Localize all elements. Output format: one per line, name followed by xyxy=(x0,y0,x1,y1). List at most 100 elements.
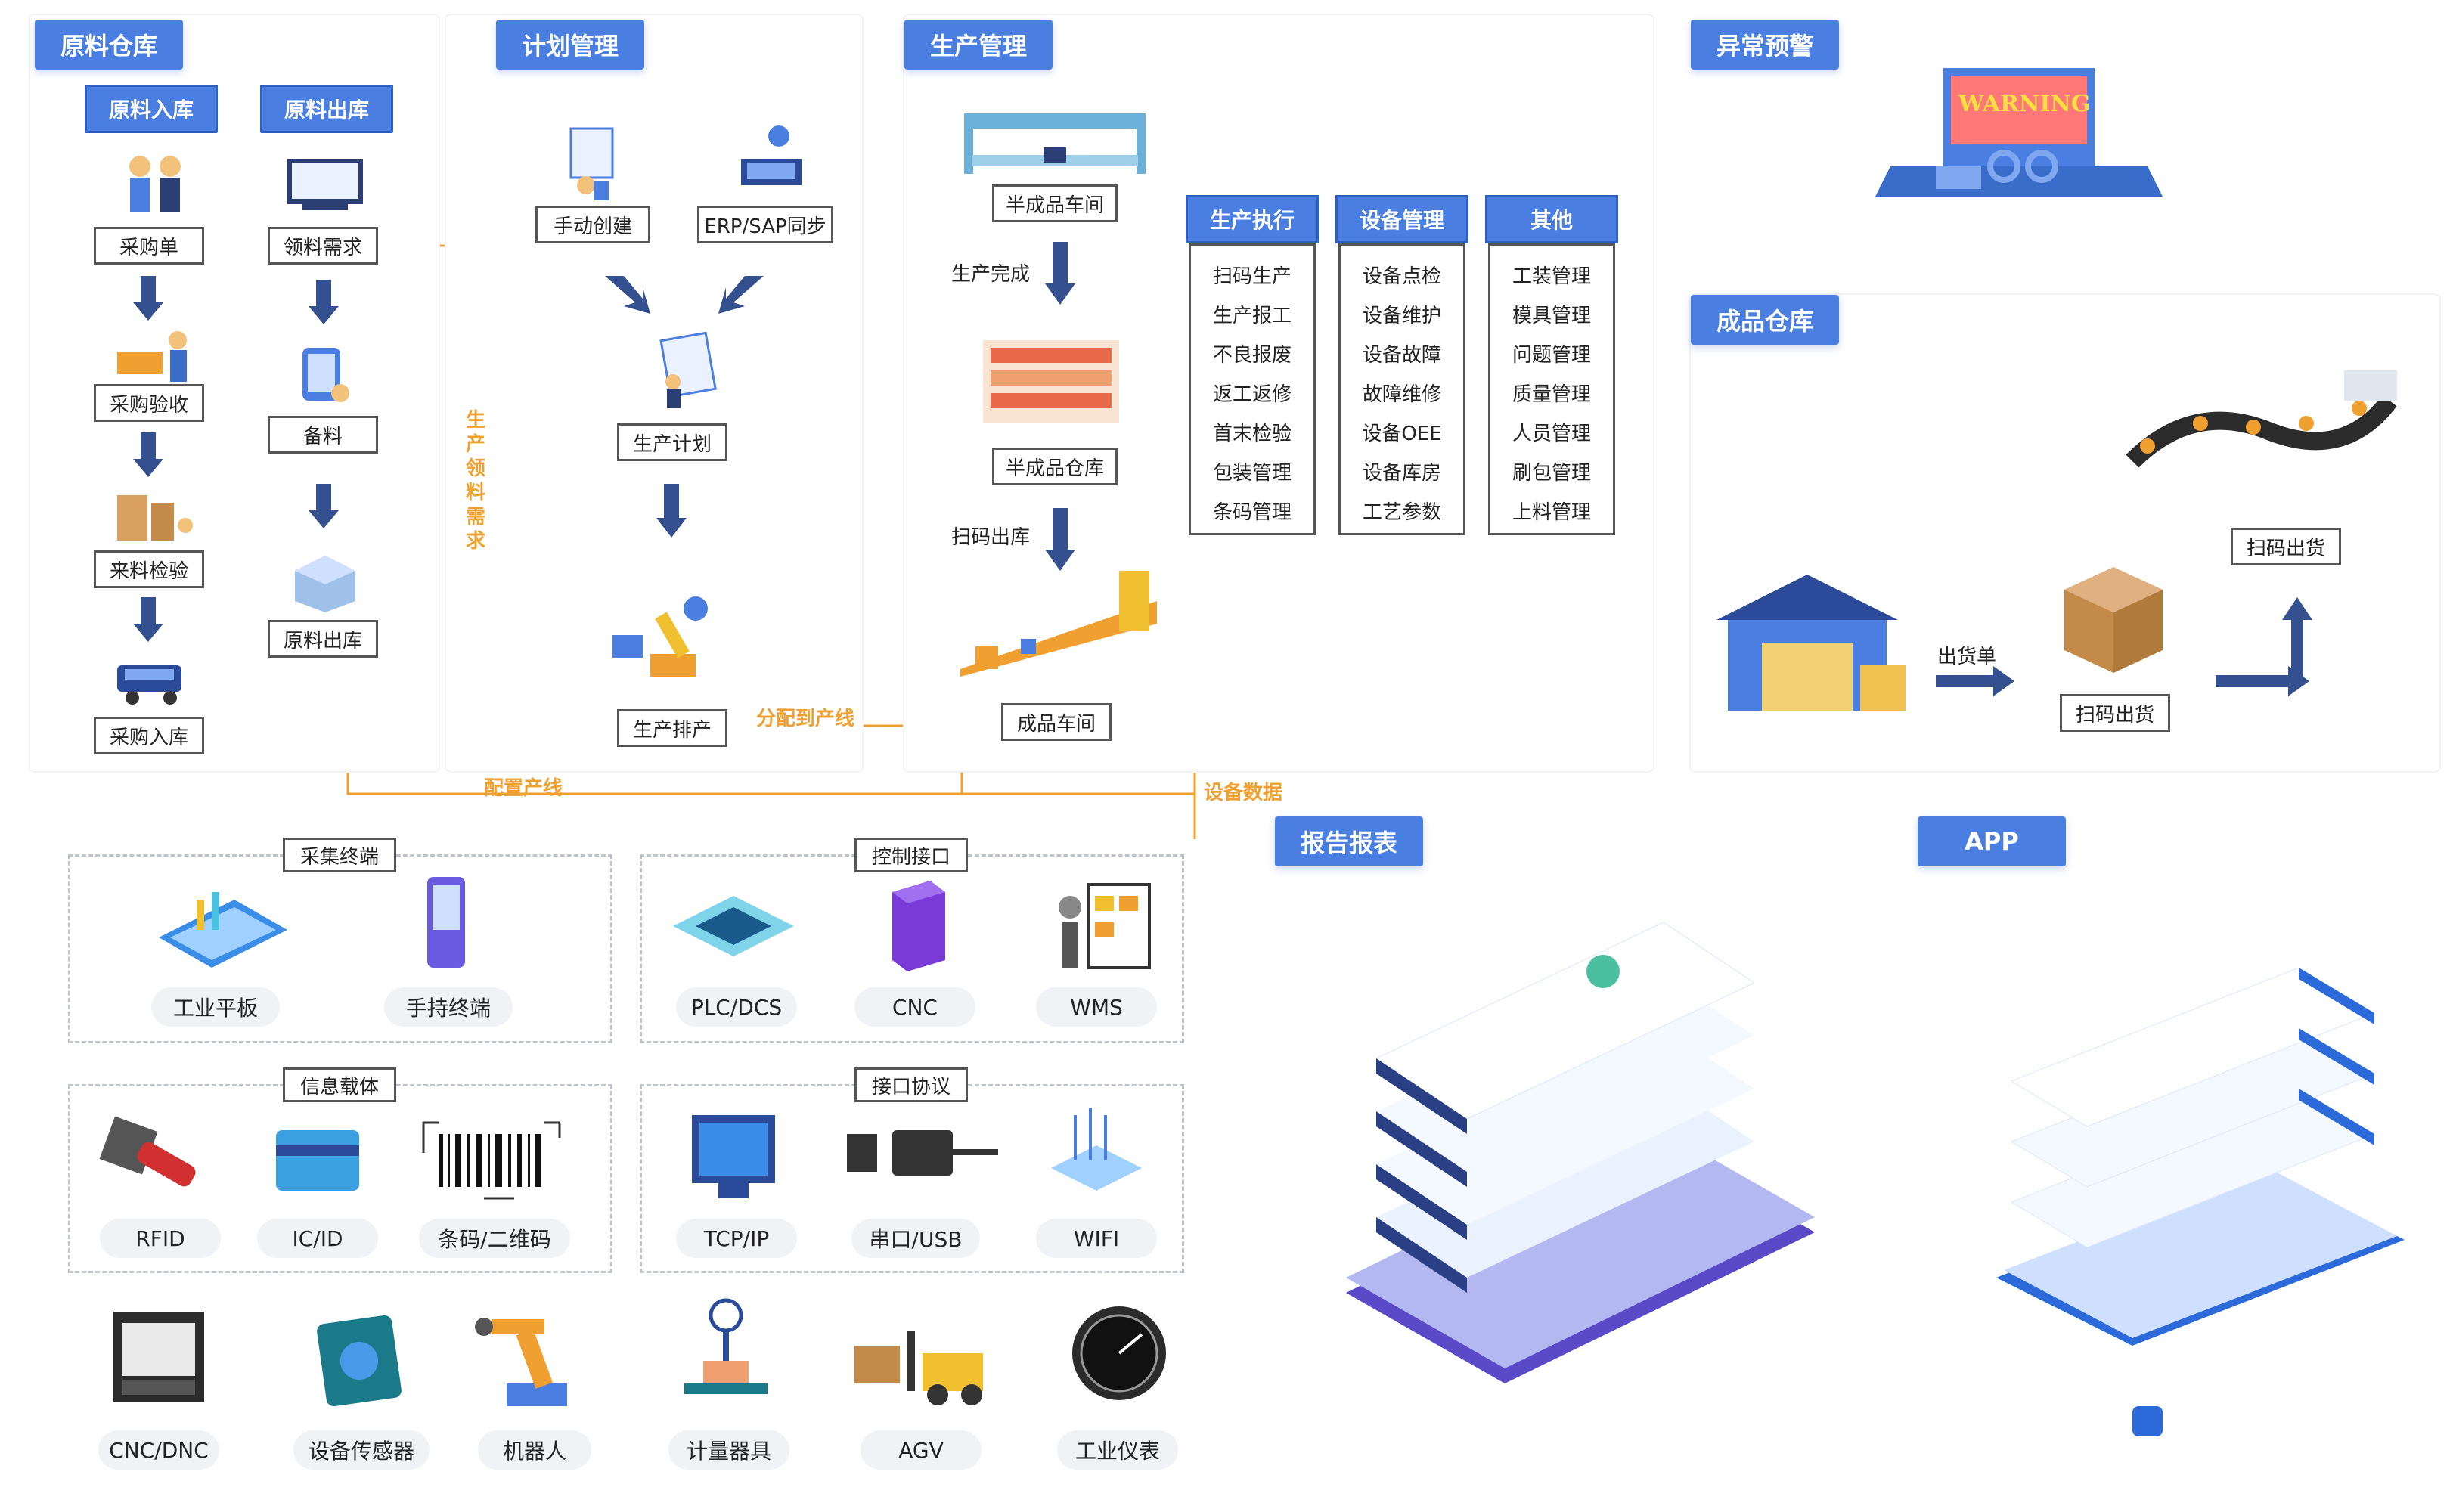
item-ic-id: IC/ID xyxy=(257,1219,378,1258)
item-industrial-tablet: 工业平板 xyxy=(151,987,280,1027)
wms-icon xyxy=(1059,883,1151,969)
col-item: 工装管理 xyxy=(1512,265,1591,288)
col-item: 刷包管理 xyxy=(1512,461,1591,485)
delivery-label: 出货单 xyxy=(1937,646,1997,668)
col-item: 质量管理 xyxy=(1512,383,1591,406)
semi-store-box: 半成品仓库 xyxy=(992,448,1118,485)
incoming-check-icon xyxy=(117,495,193,541)
arrow-down-head xyxy=(1045,284,1075,305)
semi-workshop-icon xyxy=(964,113,1146,174)
production-title: 生产管理 xyxy=(904,20,1053,70)
barcode-icon xyxy=(422,1121,561,1200)
col-item: 设备OEE xyxy=(1362,422,1442,445)
plc-chip-icon xyxy=(673,896,794,956)
arrow-down-head xyxy=(309,510,339,528)
production-done-label: 生产完成 xyxy=(951,263,1031,286)
semi-workshop-box: 半成品车间 xyxy=(992,184,1118,222)
purchase-order-icon xyxy=(129,156,181,212)
item-barcode: 条码/二维码 xyxy=(419,1219,570,1258)
handheld-terminal-icon xyxy=(427,877,465,968)
scan-ship-bottom-box: 扫码出货 xyxy=(2060,694,2170,732)
col-head-other: 其他 xyxy=(1485,195,1618,243)
col-item: 设备故障 xyxy=(1362,343,1441,367)
arrow-down-head xyxy=(133,624,163,642)
col-item: 扫码生产 xyxy=(1212,265,1292,288)
arrow-right xyxy=(2216,675,2291,687)
flow-label-device-data: 设备数据 xyxy=(1204,782,1283,804)
production-schedule-box: 生产排产 xyxy=(617,709,727,747)
requisition-monitor-icon xyxy=(287,159,363,210)
scale-icon xyxy=(684,1298,768,1394)
finished-workshop-box: 成品车间 xyxy=(1001,703,1112,741)
alarm-title: 异常预警 xyxy=(1691,20,1839,70)
item-industrial-meter: 工业仪表 xyxy=(1057,1430,1178,1470)
finished-workshop-icon xyxy=(960,571,1157,677)
item-agv: AGV xyxy=(861,1430,982,1470)
step-purchase-inbound: 采购入库 xyxy=(94,717,204,754)
wifi-router-icon xyxy=(1051,1108,1142,1191)
arrow-down xyxy=(1053,242,1068,287)
cnc-dnc-icon xyxy=(113,1312,204,1402)
step-purchase-accept: 采购验收 xyxy=(94,384,204,422)
col-item: 模具管理 xyxy=(1512,304,1591,327)
col-item: 人员管理 xyxy=(1512,422,1591,445)
item-measuring-tool: 计量器具 xyxy=(668,1430,789,1470)
col-item: 返工返修 xyxy=(1212,383,1292,406)
group-protocol-title: 接口协议 xyxy=(854,1067,968,1102)
warning-sign-icon xyxy=(1875,68,2163,197)
arrow-down-head xyxy=(133,459,163,477)
erp-sync-box: ERP/SAP同步 xyxy=(697,206,833,243)
item-robot: 机器人 xyxy=(478,1430,591,1470)
item-cnc-dnc: CNC/DNC xyxy=(98,1430,219,1470)
col-item: 条码管理 xyxy=(1212,500,1292,524)
arrow-right xyxy=(1936,675,1996,687)
col-item: 首末检验 xyxy=(1212,422,1292,445)
semi-store-shelf-icon xyxy=(983,340,1119,423)
tcpip-server-icon xyxy=(692,1115,775,1198)
arrow-up-head xyxy=(2282,597,2312,620)
flow-label-config-line: 配置产线 xyxy=(484,777,563,800)
production-plan-box: 生产计划 xyxy=(617,423,727,461)
item-device-sensor: 设备传感器 xyxy=(293,1430,430,1470)
flow-label-assign-line: 分配到产线 xyxy=(756,708,855,730)
arrow-down-head xyxy=(133,302,163,321)
item-rfid: RFID xyxy=(100,1219,221,1258)
production-plan-icon xyxy=(659,331,717,408)
col-head-device: 设备管理 xyxy=(1335,195,1468,243)
scan-out-label: 扫码出库 xyxy=(951,526,1031,549)
prepare-tablet-icon xyxy=(302,348,349,402)
col-list-other: 工装管理 模具管理 问题管理 质量管理 人员管理 刷包管理 上料管理 xyxy=(1488,243,1615,535)
arrow-right-head xyxy=(1993,666,2014,696)
finished-title: 成品仓库 xyxy=(1691,295,1839,345)
arrow-up xyxy=(2291,620,2303,680)
ic-card-icon xyxy=(276,1130,359,1191)
cnc-icon xyxy=(892,881,945,971)
col-item: 包装管理 xyxy=(1212,461,1292,485)
raw-warehouse-title: 原料仓库 xyxy=(35,20,183,70)
usb-cable-icon xyxy=(847,1130,998,1176)
arrow-down xyxy=(1053,508,1068,553)
package-box-icon xyxy=(2064,567,2163,673)
raw-outbound-title: 原料出库 xyxy=(260,85,393,133)
col-item: 上料管理 xyxy=(1512,500,1591,524)
arrow-down xyxy=(141,597,156,627)
flow-label-requisition: 生产领料需求 xyxy=(465,409,485,553)
group-collect xyxy=(68,854,612,1043)
arrow-down xyxy=(316,280,331,310)
industrial-robot-icon xyxy=(475,1318,567,1406)
inbound-truck-icon xyxy=(117,665,181,705)
arrow-down xyxy=(316,484,331,514)
group-control-title: 控制接口 xyxy=(854,838,968,872)
industrial-tablet-icon xyxy=(159,892,287,968)
col-item: 工艺参数 xyxy=(1362,500,1441,524)
arrow-down xyxy=(664,484,679,522)
report-layers-icon xyxy=(1346,922,1815,1383)
col-list-device: 设备点检 设备维护 设备故障 故障维修 设备OEE 设备库房 工艺参数 xyxy=(1338,243,1465,535)
item-handheld-terminal: 手持终端 xyxy=(384,987,513,1027)
arrow-down-head xyxy=(1045,550,1075,571)
col-head-exec: 生产执行 xyxy=(1186,195,1319,243)
col-item: 故障维修 xyxy=(1362,383,1441,406)
step-prepare: 备料 xyxy=(268,416,378,454)
manual-create-icon xyxy=(569,127,614,200)
col-item: 设备维护 xyxy=(1362,304,1441,327)
